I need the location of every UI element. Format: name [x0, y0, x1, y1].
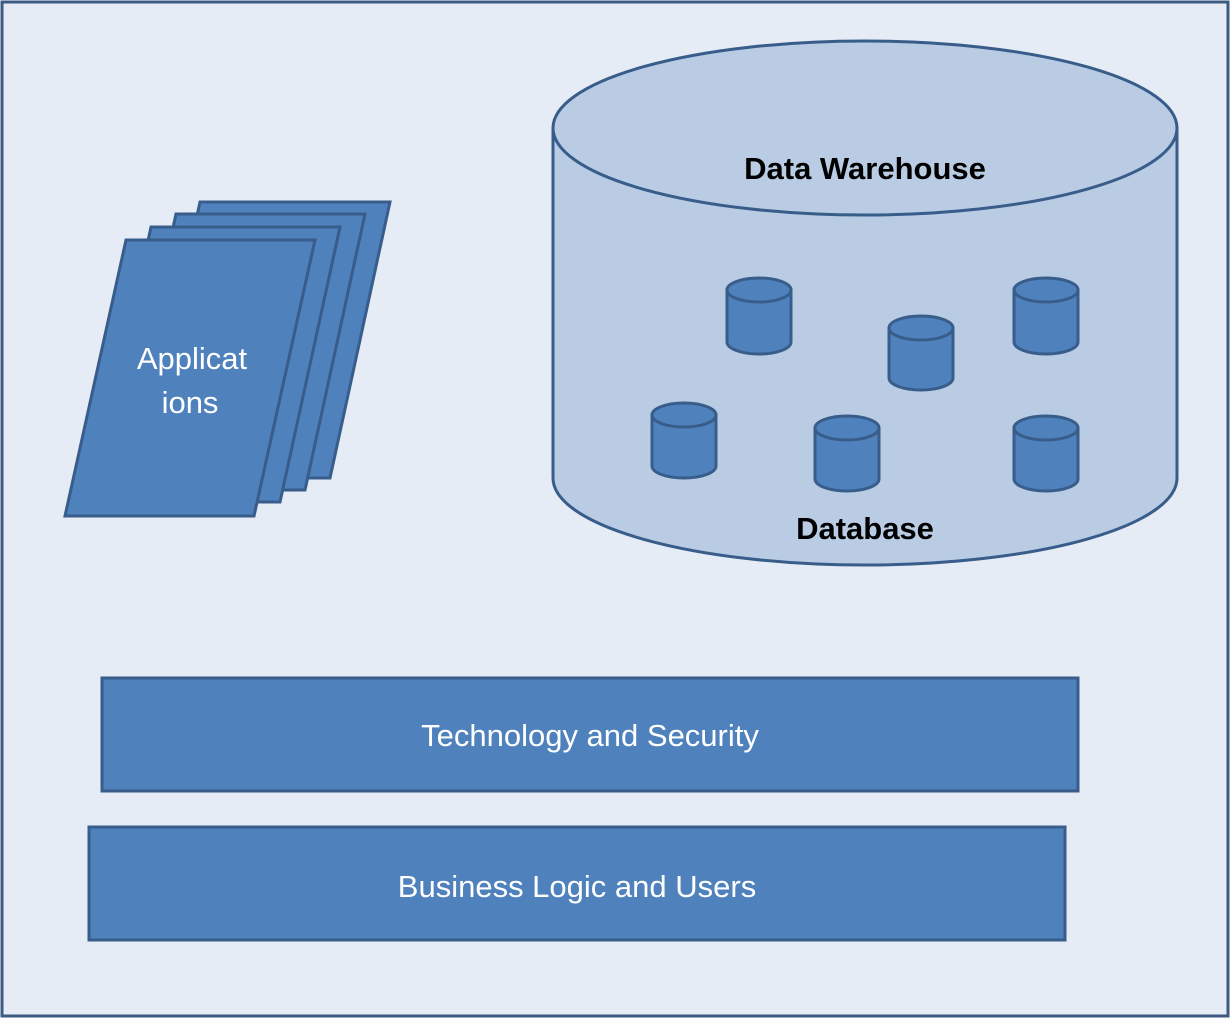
application-sheet-1 — [63, 238, 317, 518]
warehouse-top — [551, 39, 1179, 217]
database-icon — [1012, 414, 1080, 493]
layer-label: Business Logic and Users — [398, 869, 756, 904]
applications-stack: Applicat ions — [63, 200, 392, 518]
database-icon — [650, 401, 718, 480]
database-icon — [725, 276, 793, 356]
data-warehouse-cylinder: Data Warehouse Database — [551, 39, 1179, 567]
layer-bar — [100, 676, 1080, 793]
applications-label-line1: Applicat — [137, 341, 248, 376]
database-icon — [813, 414, 881, 493]
applications-label-line2: ions — [162, 385, 219, 420]
layer-label: Technology and Security — [421, 718, 759, 753]
warehouse-subtitle: Database — [796, 511, 934, 546]
layer-business-logic-users: Business Logic and Users — [87, 825, 1067, 942]
layer-bar — [87, 825, 1067, 942]
layer-technology-security: Technology and Security — [100, 676, 1080, 793]
database-icon — [887, 314, 955, 392]
database-icon — [1012, 276, 1080, 356]
warehouse-title: Data Warehouse — [744, 151, 986, 186]
